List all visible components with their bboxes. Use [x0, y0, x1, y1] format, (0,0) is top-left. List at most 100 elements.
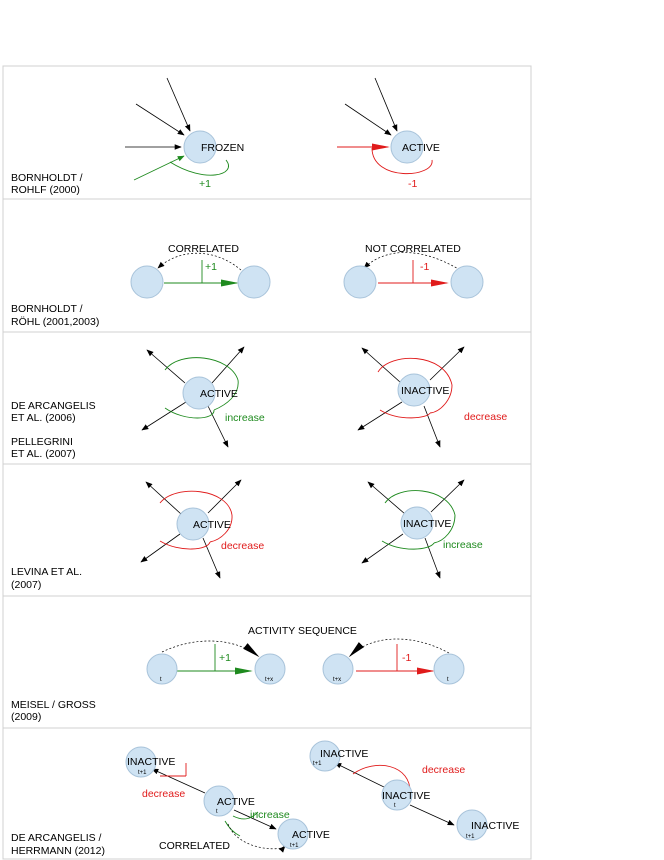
feedback-arc — [157, 252, 242, 271]
edge — [424, 537, 441, 579]
edge — [141, 401, 187, 431]
inactive-node — [456, 809, 488, 841]
edge — [423, 405, 441, 448]
active-node — [176, 507, 210, 541]
change-label: increase — [250, 809, 290, 821]
reference-line: PELLEGRINI — [11, 436, 73, 448]
active-node — [182, 376, 216, 410]
node-label: INACTIVE — [127, 756, 175, 768]
correlated-label: CORRELATED — [159, 840, 230, 852]
incoming-edge — [344, 103, 392, 136]
node-label: INACTIVE — [382, 790, 430, 802]
time-label: t+x — [265, 677, 273, 683]
reference-line: DE ARCANGELIS — [11, 400, 96, 412]
row-bornholdt-rohl: BORNHOLDT / RÖHL (2001,2003) CORRELATED … — [11, 243, 484, 328]
diagram-title: CORRELATED — [168, 243, 239, 255]
change-label: decrease — [142, 788, 185, 800]
node-label: ACTIVE — [402, 142, 440, 154]
inactive-node — [397, 373, 431, 407]
edge — [357, 401, 403, 431]
change-label: increase — [225, 412, 265, 424]
weight-change-arc — [213, 379, 239, 411]
correlation-arc — [227, 823, 286, 853]
node-t-plus-x — [322, 653, 354, 685]
feedback-arc — [161, 640, 260, 658]
node-label: ACTIVE — [200, 388, 238, 400]
increased-edge — [133, 155, 185, 181]
change-label: -1 — [408, 178, 417, 190]
time-label: t+1 — [466, 834, 475, 840]
change-label: decrease — [422, 764, 465, 776]
reference-line: (2009) — [11, 711, 41, 723]
time-label: t — [394, 803, 396, 809]
node-label: ACTIVE — [292, 829, 330, 841]
node-label: INACTIVE — [403, 518, 451, 530]
node-label: FROZEN — [201, 142, 244, 154]
target-node — [450, 265, 484, 299]
change-label: -1 — [402, 652, 411, 664]
edge — [361, 347, 401, 383]
active-node — [390, 130, 424, 164]
change-label: -1 — [420, 261, 429, 273]
reference-line: LEVINA ET AL. — [11, 566, 82, 578]
reference-line: RÖHL (2001,2003) — [11, 316, 99, 328]
node-label: INACTIVE — [401, 385, 449, 397]
weight-change-arc — [159, 490, 233, 516]
weight-change-arc — [381, 540, 435, 550]
source-node — [343, 265, 377, 299]
row-de-arcangelis-pellegrini: DE ARCANGELIS ET AL. (2006) PELLEGRINI E… — [11, 346, 507, 460]
weight-change-arc — [159, 540, 211, 550]
weight-change-arc — [429, 384, 453, 414]
weight-change-arc — [169, 159, 229, 176]
inactive-node — [381, 779, 413, 811]
row-de-arcangelis-herrmann: DE ARCANGELIS / HERRMANN (2012) INACTIVE… — [11, 740, 519, 857]
row-levina: LEVINA ET AL. (2007) ACTIVE decrease INA… — [11, 479, 483, 591]
edge — [430, 479, 465, 513]
edge — [211, 346, 245, 384]
inactive-node — [309, 740, 341, 772]
change-label: +1 — [199, 178, 211, 190]
diagram-title: ACTIVITY SEQUENCE — [248, 625, 357, 637]
node-label: INACTIVE — [471, 820, 519, 832]
frozen-node — [183, 130, 217, 164]
feedback-arc — [363, 252, 461, 271]
time-label: t+1 — [313, 761, 322, 767]
weight-change-arc — [164, 407, 215, 419]
target-node — [237, 265, 271, 299]
edge — [146, 349, 186, 384]
change-label: decrease — [464, 411, 507, 423]
node-t — [433, 653, 465, 685]
edge — [207, 479, 242, 514]
edge — [429, 346, 465, 381]
change-label: +1 — [219, 652, 231, 664]
inactive-node — [125, 746, 157, 778]
feedback-arc — [348, 638, 450, 658]
change-label: +1 — [205, 261, 217, 273]
node-t-plus-x — [254, 653, 286, 685]
reference-line: ET AL. (2006) — [11, 412, 76, 424]
reference-line: DE ARCANGELIS / — [11, 832, 102, 844]
weight-change-arc — [224, 820, 241, 837]
time-label: t+1 — [138, 770, 147, 776]
weight-change-arc — [377, 357, 453, 386]
incoming-edge — [135, 103, 185, 136]
incoming-edge — [166, 77, 191, 132]
reference-line: BORNHOLDT / — [11, 303, 83, 315]
weight-change-arc — [384, 490, 456, 516]
edge — [361, 533, 404, 564]
reference-line: ROHLF (2000) — [11, 184, 80, 196]
time-label: t — [160, 677, 162, 683]
edge — [145, 481, 182, 515]
time-label: t — [216, 809, 218, 815]
change-label: increase — [443, 539, 483, 551]
edge — [207, 405, 229, 448]
edge — [233, 809, 277, 830]
incoming-edge — [374, 77, 398, 132]
reference-line: (2007) — [11, 579, 41, 591]
weight-change-arc — [209, 514, 233, 543]
node-label: INACTIVE — [320, 748, 368, 760]
active-node — [277, 818, 309, 850]
edge — [151, 768, 206, 794]
weight-change-arc — [371, 147, 433, 175]
weight-change-arc — [352, 765, 411, 795]
